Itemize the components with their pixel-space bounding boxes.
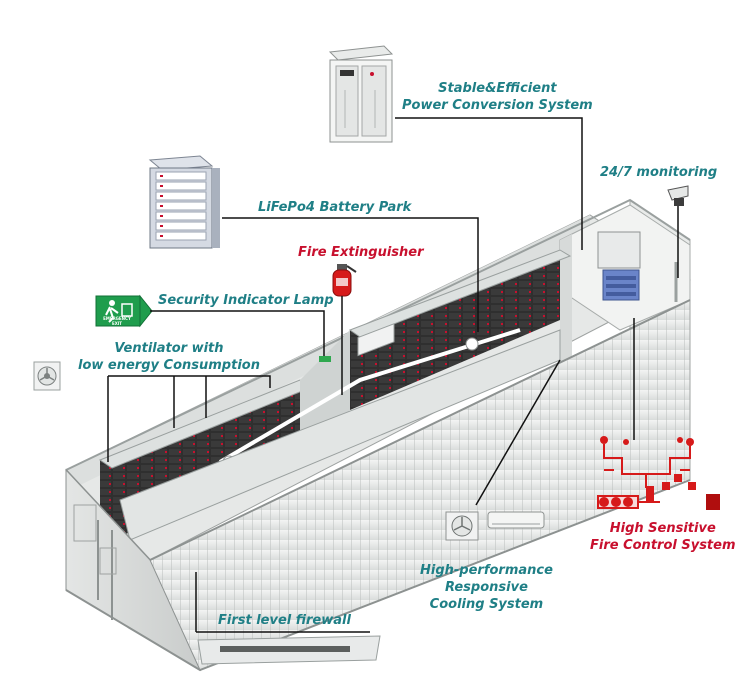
monitoring-camera-icon: [667, 185, 689, 278]
cooling-indoor-unit-icon: [487, 511, 545, 529]
exit-sign-line2: EXIT: [111, 321, 123, 326]
extinguisher-label: Fire Extinguisher: [298, 244, 424, 261]
indicator-label: Security Indicator Lamp: [158, 292, 334, 309]
fire-control-label: High Sensitive Fire Control System: [590, 520, 736, 554]
ventilator-label: Ventilator with low energy Consumption: [78, 340, 260, 374]
firewall-label: First level firewall: [218, 612, 351, 629]
ventilator-fan-icon: [33, 361, 61, 391]
energy-storage-container: [65, 198, 691, 672]
pcs-label-line2: Power Conversion System: [402, 98, 593, 113]
emergency-exit-sign-icon: [95, 294, 153, 328]
fire-control-label-line2: Fire Control System: [590, 538, 736, 553]
cooling-outdoor-unit-icon: [445, 511, 479, 541]
ventilator-label-line2: low energy Consumption: [78, 358, 260, 373]
monitoring-label-text: 24/7 monitoring: [600, 165, 718, 180]
firewall-panel-icon: [197, 635, 381, 665]
cooling-label-line3: Cooling System: [429, 597, 544, 612]
ventilator-label-line1: Ventilator with: [114, 341, 224, 356]
cooling-label-line1: High-performance: [420, 563, 553, 578]
cooling-label: High-performance Responsive Cooling Syst…: [420, 562, 553, 613]
monitoring-label: 24/7 monitoring: [600, 164, 717, 181]
extinguisher-label-text: Fire Extinguisher: [298, 245, 424, 260]
leader-lines: [107, 117, 635, 633]
pcs-label-line1: Stable&Efficient: [438, 81, 557, 96]
fire-control-label-line1: High Sensitive: [609, 521, 716, 536]
exit-sign-text: EMERGENCY EXIT: [98, 316, 136, 326]
battery-label-text: LiFePo4 Battery Park: [258, 200, 412, 215]
fire-extinguisher-icon: [332, 264, 357, 297]
battery-rack-icon: [148, 155, 220, 249]
indicator-label-text: Security Indicator Lamp: [158, 293, 334, 308]
firewall-label-text: First level firewall: [218, 613, 351, 628]
battery-label: LiFePo4 Battery Park: [258, 199, 411, 216]
exit-sign-line1: EMERGENCY: [103, 316, 131, 321]
pcs-cabinet-icon: [328, 45, 394, 143]
pcs-label: Stable&Efficient Power Conversion System: [402, 80, 593, 114]
cooling-label-line2: Responsive: [445, 580, 528, 595]
